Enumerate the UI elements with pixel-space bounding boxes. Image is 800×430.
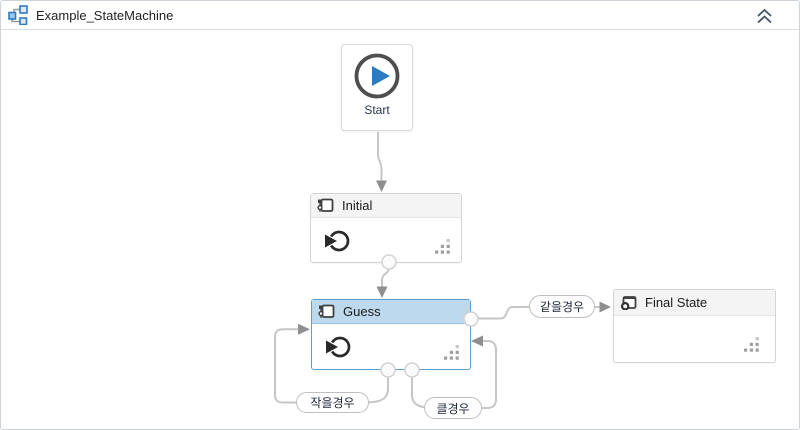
entry-action-icon <box>324 336 351 358</box>
final-state-icon <box>621 296 637 310</box>
state-icon <box>317 198 334 212</box>
transition-label-smaller[interactable]: 작을경우 <box>296 392 369 413</box>
state-header[interactable]: Final State <box>614 290 775 316</box>
expand-dots-icon <box>435 239 450 254</box>
state-label: Final State <box>645 295 708 310</box>
start-node-label: Start <box>364 103 390 117</box>
state-header[interactable]: Guess <box>312 300 470 324</box>
transition-label-equal[interactable]: 같을경우 <box>529 295 595 318</box>
state-body[interactable] <box>614 316 775 362</box>
activity-title: Example_StateMachine <box>36 7 174 23</box>
start-node[interactable]: Start <box>341 44 413 131</box>
state-node-initial[interactable]: Initial <box>310 193 462 263</box>
activity-header: Example_StateMachine <box>1 1 799 30</box>
chevron-double-up-icon <box>756 8 772 24</box>
state-header[interactable]: Initial <box>311 194 461 218</box>
entry-action-icon <box>323 230 350 252</box>
expand-dots-icon <box>444 345 459 360</box>
collapse-button[interactable] <box>753 6 775 26</box>
expand-dots-icon <box>744 337 759 352</box>
state-body[interactable] <box>311 218 461 262</box>
state-label: Initial <box>342 198 373 213</box>
start-play-icon <box>354 53 400 99</box>
state-label: Guess <box>343 304 381 319</box>
state-node-guess[interactable]: Guess <box>311 299 471 370</box>
state-node-final[interactable]: Final State <box>613 289 776 363</box>
state-icon <box>318 304 335 318</box>
state-body[interactable] <box>312 324 470 368</box>
statemachine-icon <box>8 5 28 25</box>
transition-label-bigger[interactable]: 클경우 <box>424 397 482 419</box>
